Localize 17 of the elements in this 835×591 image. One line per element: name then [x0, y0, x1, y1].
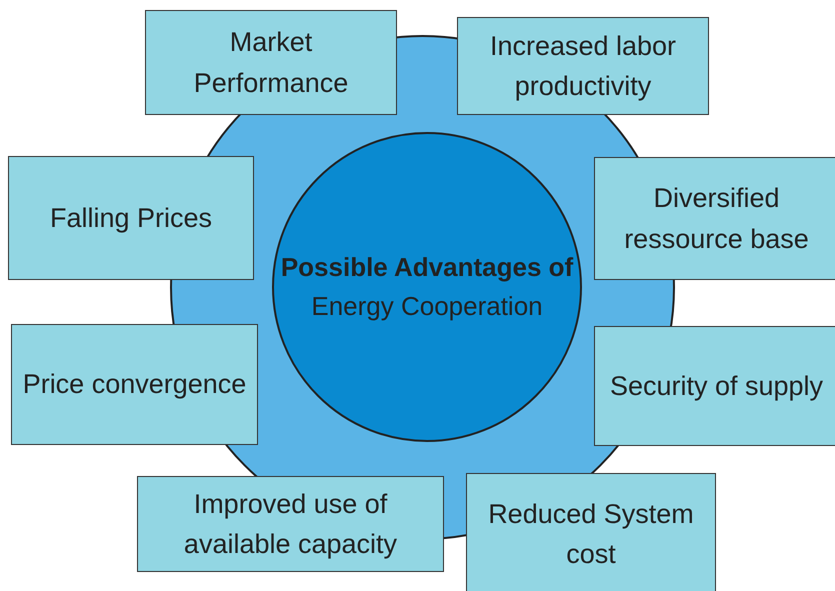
advantage-text: Increased labor productivity [488, 30, 678, 103]
advantage-box [457, 17, 709, 115]
advantage-box [466, 473, 716, 591]
advantage-text: Falling Prices [50, 202, 212, 235]
advantage-text: Diversified ressource base [623, 182, 810, 256]
advantage-text: Market Performance [192, 26, 350, 100]
advantage-box [137, 476, 444, 572]
advantage-box [145, 10, 397, 115]
advantage-box [594, 157, 835, 280]
center-title: Possible Advantages of Energy Cooperation [280, 251, 574, 323]
advantage-text: Reduced System cost [487, 498, 695, 571]
advantage-text: Security of supply [610, 370, 824, 403]
advantage-text: Improved use of available capacity [182, 488, 398, 561]
advantage-box [594, 326, 835, 446]
advantage-box [8, 156, 254, 280]
advantage-box [11, 324, 258, 445]
advantage-text: Price convergence [22, 368, 246, 402]
